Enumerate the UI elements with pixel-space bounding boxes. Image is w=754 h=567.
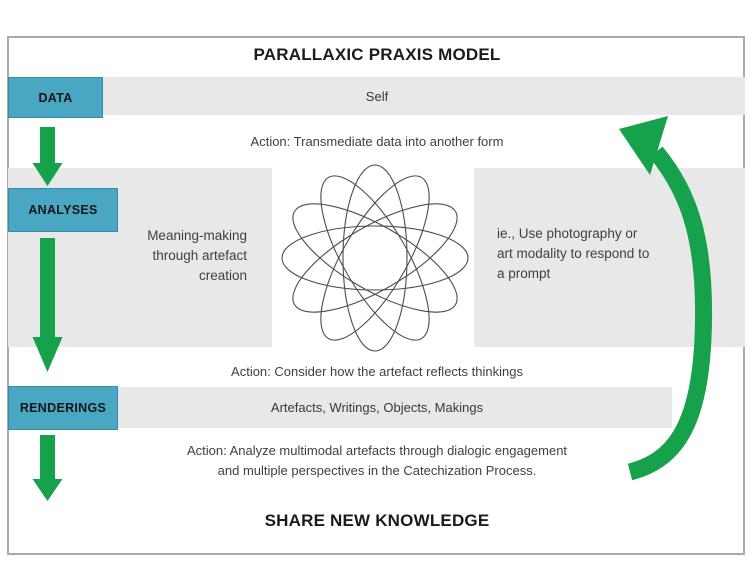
- right-note: ie., Use photography or art modality to …: [497, 226, 650, 281]
- left-note: Meaning-making through artefact creation: [147, 228, 247, 283]
- action-transmediate: Action: Transmediate data into another f…: [250, 134, 504, 149]
- renderings-row-value: Artefacts, Writings, Objects, Makings: [270, 400, 484, 415]
- stage-label-renderings: RENDERINGS: [19, 401, 107, 415]
- action-analyze: Action: Analyze multimodal artefacts thr…: [186, 443, 568, 478]
- stage-box-data: DATA: [8, 77, 103, 118]
- stage-label-analyses: ANALYSES: [28, 203, 98, 217]
- stage-label-data: DATA: [38, 90, 73, 105]
- renderings-row-band: [8, 387, 672, 428]
- action-consider: Action: Consider how the artefact reflec…: [231, 364, 523, 379]
- data-row-band: [8, 77, 745, 115]
- stage-box-renderings: RENDERINGS: [8, 386, 118, 430]
- diagram-title: PARALLAXIC PRAXIS MODEL: [253, 45, 501, 64]
- data-row-value: Self: [365, 89, 389, 104]
- stage-box-analyses: ANALYSES: [8, 188, 118, 232]
- share-new-knowledge-title: SHARE NEW KNOWLEDGE: [264, 511, 490, 530]
